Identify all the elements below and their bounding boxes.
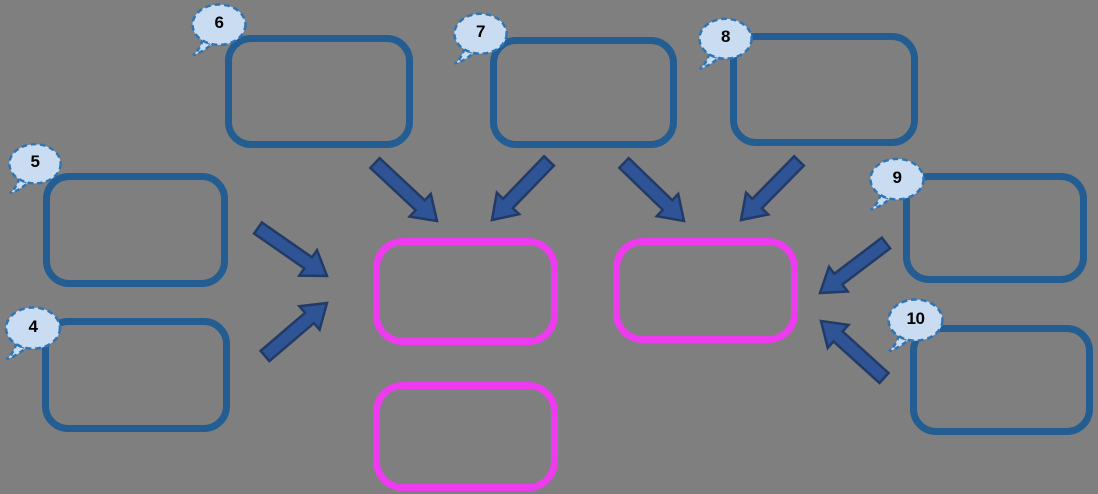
bubble-body [191, 3, 247, 47]
arrow-8-to-right [739, 154, 806, 222]
target-right[interactable] [613, 238, 798, 343]
callout-number: 9 [892, 167, 902, 187]
speech-bubble-icon [698, 17, 753, 70]
callout-5[interactable]: 5 [7, 142, 63, 195]
box-4[interactable] [42, 318, 230, 432]
target-bottom[interactable] [373, 382, 558, 491]
box-5[interactable] [43, 173, 228, 287]
arrow-5-to-left [252, 220, 329, 278]
callout-9[interactable]: 9 [868, 157, 926, 211]
bubble-body [453, 12, 508, 55]
callout-8[interactable]: 8 [697, 17, 754, 70]
box-9[interactable] [903, 173, 1087, 283]
box-8[interactable] [730, 33, 918, 146]
arrow-4-to-left [258, 301, 329, 363]
speech-bubble-icon [4, 306, 62, 361]
callout-number: 8 [721, 27, 730, 47]
callout-7[interactable]: 7 [452, 12, 509, 65]
bubble-body [869, 157, 925, 201]
callout-number: 4 [28, 316, 38, 336]
callout-10[interactable]: 10 [886, 298, 945, 353]
arrow-10-to-right [819, 319, 891, 385]
bubble-body [698, 17, 753, 60]
bubble-body [4, 306, 62, 350]
box-10[interactable] [910, 325, 1093, 435]
speech-bubble-icon [869, 157, 925, 211]
speech-bubble-icon [453, 12, 508, 65]
arrow-7-to-left [490, 154, 556, 222]
callout-number: 5 [30, 152, 40, 172]
callout-number: 10 [906, 308, 925, 328]
arrow-7-to-right [617, 156, 686, 223]
callout-4[interactable]: 4 [3, 306, 63, 361]
speech-bubble-icon [191, 3, 247, 57]
arrow-9-to-right [818, 235, 892, 295]
callout-6[interactable]: 6 [190, 3, 248, 57]
target-left[interactable] [373, 238, 558, 345]
bubble-body [8, 142, 62, 185]
box-6[interactable] [225, 35, 413, 148]
callout-number: 6 [214, 13, 224, 33]
speech-bubble-icon [8, 142, 62, 195]
arrow-6-to-left [368, 156, 439, 223]
callout-number: 7 [476, 22, 485, 42]
box-7[interactable] [490, 37, 677, 148]
bubble-body [887, 298, 944, 342]
speech-bubble-icon [887, 298, 944, 353]
